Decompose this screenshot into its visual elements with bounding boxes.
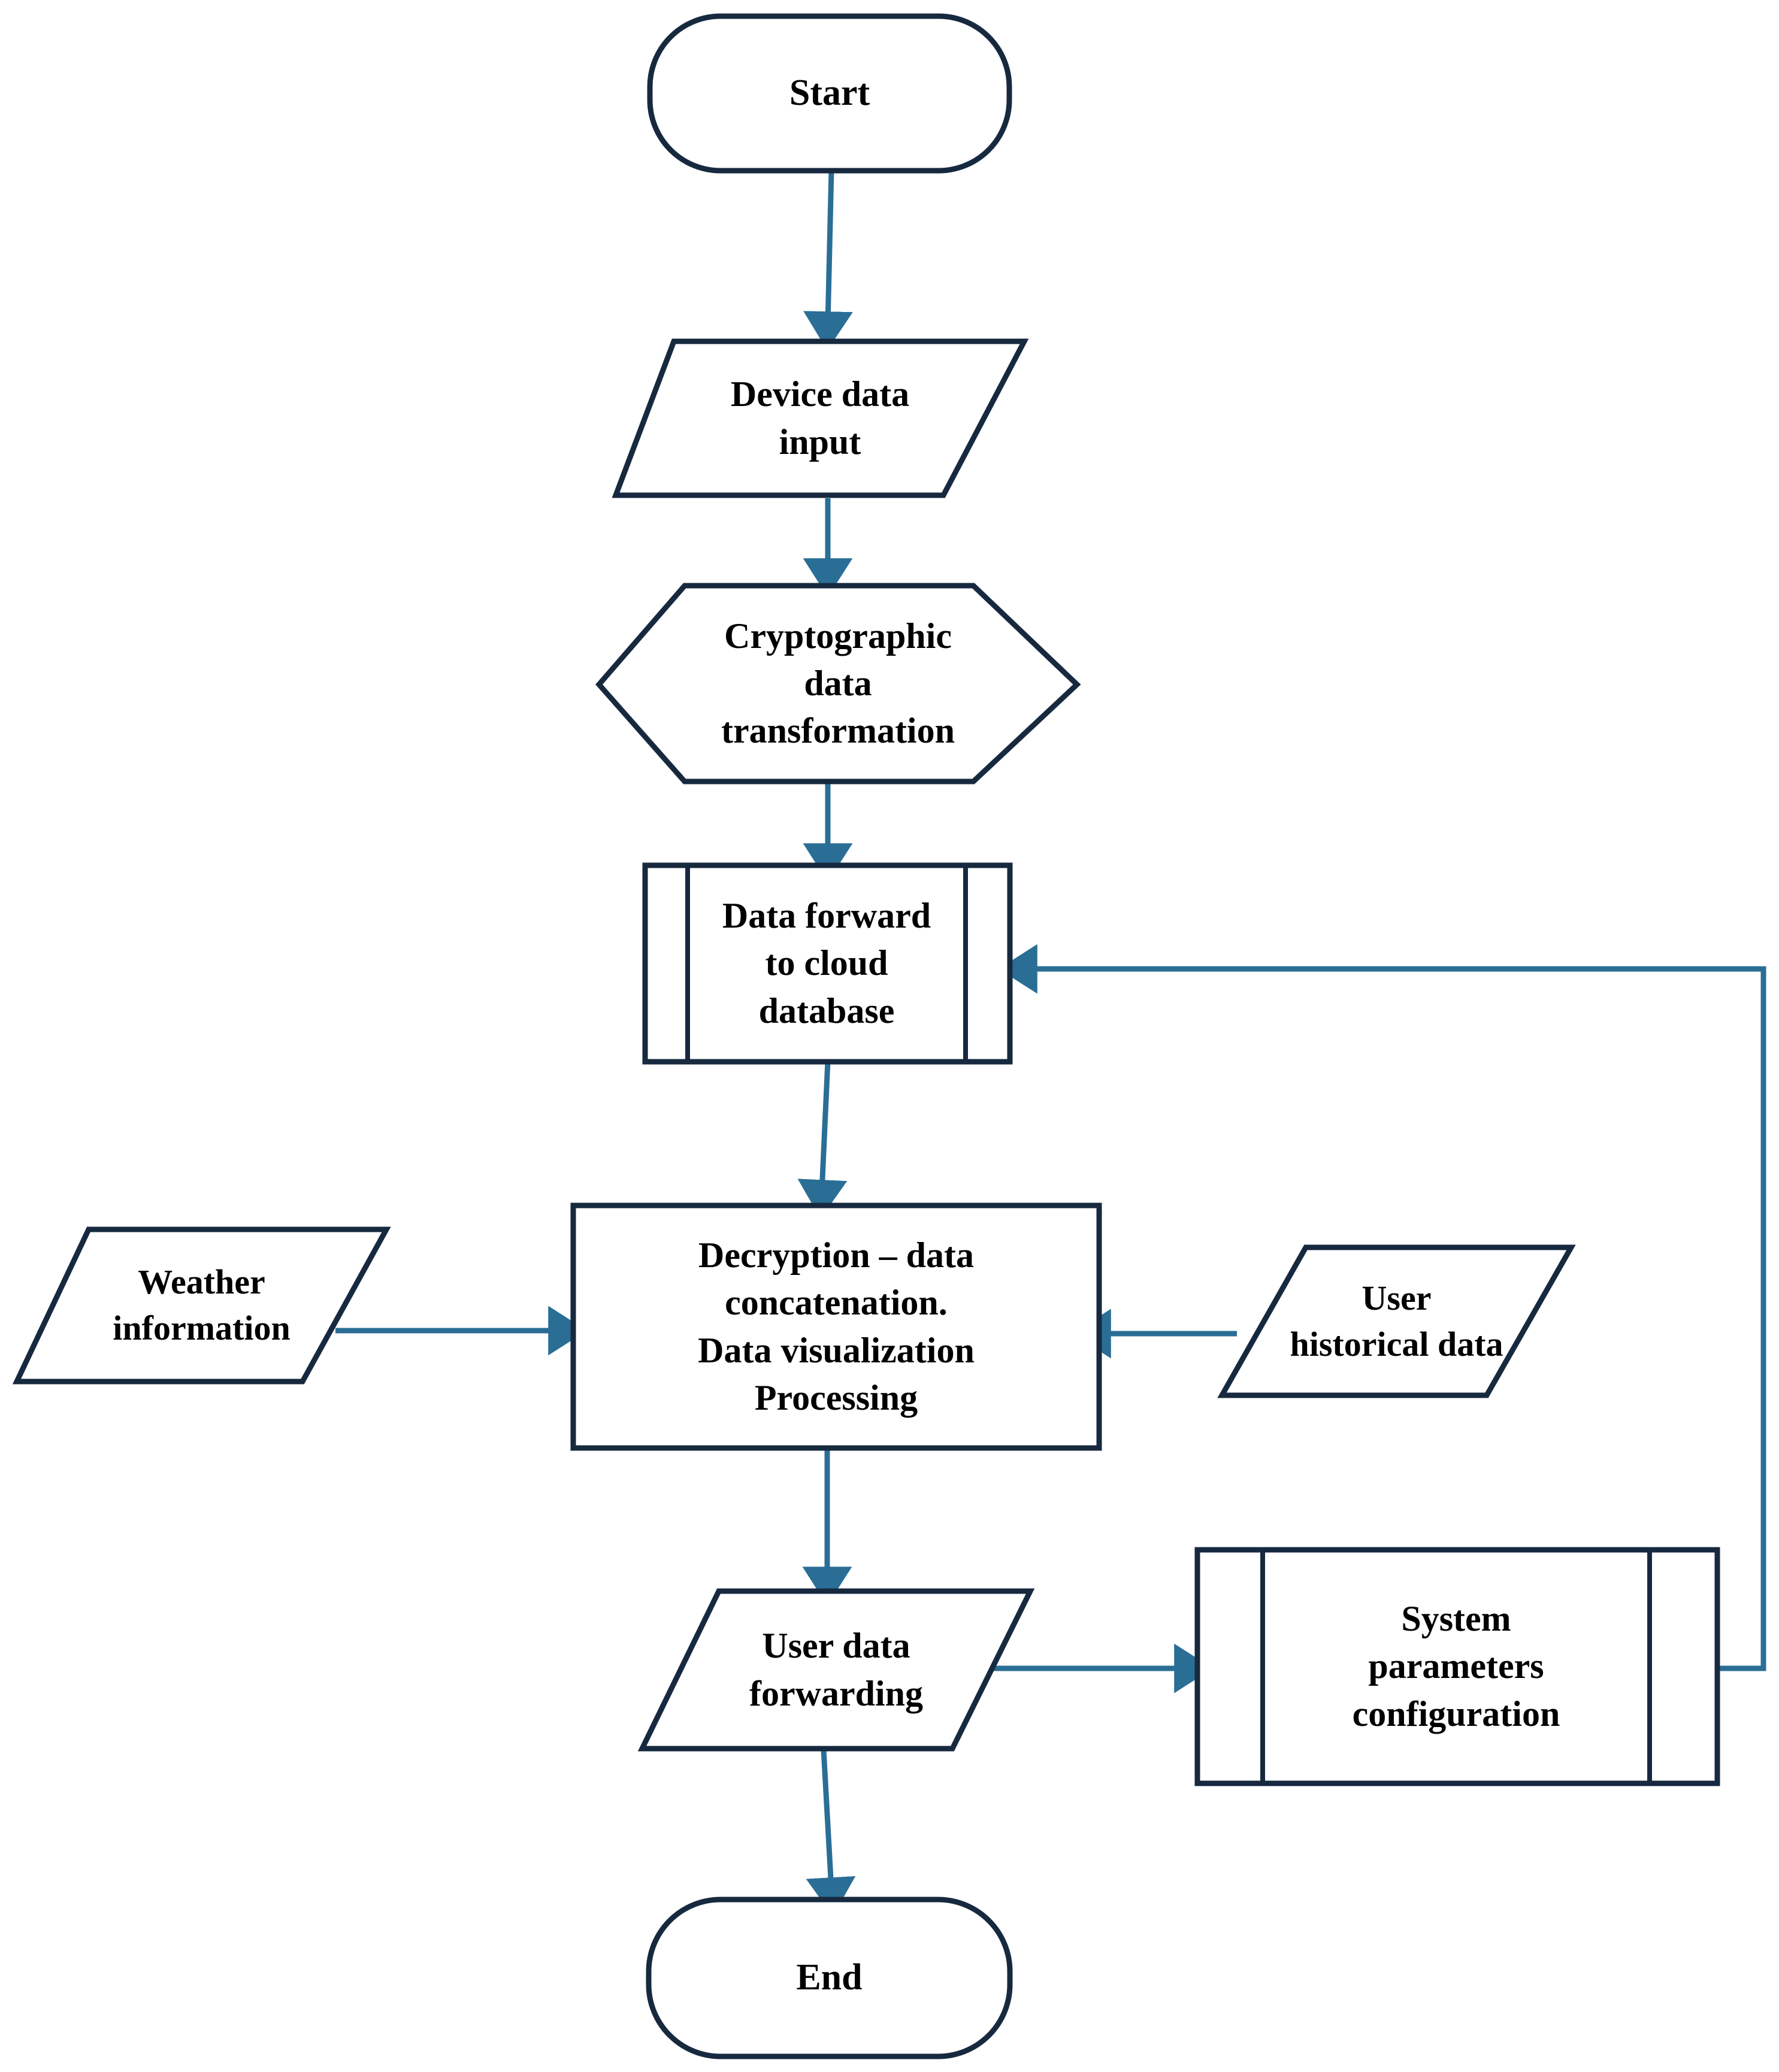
edge-forwarding-to-end [806,1749,856,1916]
node-end-shape[interactable] [646,1897,1013,2059]
node-decryption-shape[interactable] [570,1202,1102,1451]
node-weather-shape[interactable] [12,1226,391,1385]
node-start-shape[interactable] [647,13,1012,174]
node-history-shape[interactable] [1217,1244,1576,1398]
node-device-input-shape[interactable] [612,338,1029,498]
edge-sysparams-feedback-to-cloud-db [999,944,1766,1671]
node-sysparams-shape[interactable] [1194,1547,1720,1786]
connector-layer [335,170,1766,1916]
edge-cloud-db-to-decryption [797,1061,848,1219]
node-forwarding-shape[interactable] [637,1588,1035,1752]
node-cloud-db-shape[interactable] [642,862,1013,1065]
node-crypto-shape[interactable] [595,583,1081,784]
shape-layer [12,13,1720,2059]
edge-start-to-device-input [803,170,853,350]
